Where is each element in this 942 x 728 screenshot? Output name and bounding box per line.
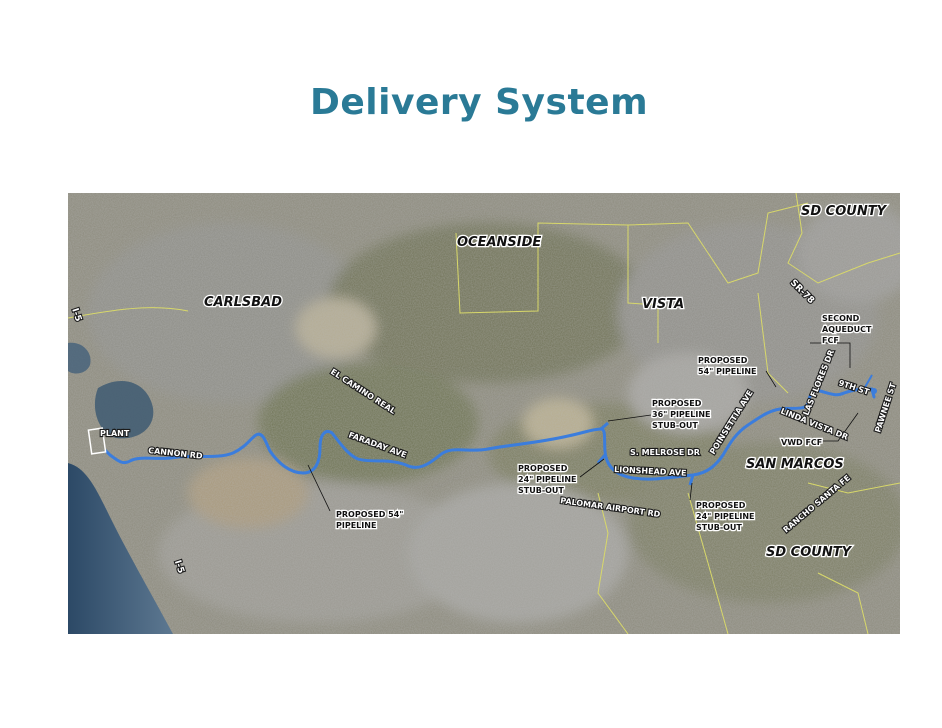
label-second-aqueduct-3: FCF	[822, 336, 839, 345]
callout-24-west-2: 24" PIPELINE	[518, 475, 577, 484]
label-san-marcos: SAN MARCOS	[746, 457, 844, 472]
callout-36-2: 36" PIPELINE	[652, 410, 711, 419]
callout-54-east-1: PROPOSED	[698, 356, 748, 365]
pipeline-terminus	[871, 388, 877, 394]
pipeline-stub-24-west	[596, 454, 607, 464]
callout-lines	[307, 342, 859, 512]
slide-title: Delivery System	[310, 82, 649, 123]
pipeline-route	[104, 387, 876, 481]
map-canvas: SD COUNTY OCEANSIDE CARLSBAD VISTA SAN M…	[68, 193, 900, 634]
pipeline-stub-36	[600, 421, 609, 431]
label-vwd-fcf: VWD FCF	[781, 438, 822, 447]
callout-24-east-1: PROPOSED	[696, 501, 746, 510]
label-second-aqueduct-1: SECOND	[822, 314, 860, 323]
plant-marker	[87, 427, 107, 455]
label-s-melrose-dr: S. MELROSE DR	[630, 448, 700, 457]
callout-54-main-1: PROPOSED 54"	[336, 510, 403, 519]
label-second-aqueduct-2: AQUEDUCT	[822, 325, 872, 334]
label-vista: VISTA	[642, 297, 684, 312]
callout-24-west-1: PROPOSED	[518, 464, 568, 473]
callout-54-main-2: PIPELINE	[336, 521, 376, 530]
label-sd-county-bottom: SD COUNTY	[766, 545, 853, 560]
callout-24-west-3: STUB-OUT	[518, 486, 564, 495]
callout-24-east-3: STUB-OUT	[696, 523, 742, 532]
callout-36-1: PROPOSED	[652, 399, 702, 408]
label-oceanside: OCEANSIDE	[457, 235, 541, 250]
label-carlsbad: CARLSBAD	[204, 295, 282, 310]
pipeline-stub-24-east	[688, 474, 695, 486]
lagoon-small	[68, 342, 91, 374]
city-boundaries	[68, 193, 900, 634]
ocean	[68, 463, 173, 634]
aqueduct-tie	[863, 374, 873, 390]
callout-36-3: STUB-OUT	[652, 421, 698, 430]
label-sd-county-top: SD COUNTY	[801, 204, 888, 219]
callout-54-east-2: 54" PIPELINE	[698, 367, 757, 376]
callout-24-east-2: 24" PIPELINE	[696, 512, 755, 521]
terrain-texture	[68, 193, 900, 634]
lagoon	[94, 380, 154, 439]
aerial-map: SD COUNTY OCEANSIDE CARLSBAD VISTA SAN M…	[68, 193, 900, 634]
label-plant: PLANT	[100, 429, 130, 438]
